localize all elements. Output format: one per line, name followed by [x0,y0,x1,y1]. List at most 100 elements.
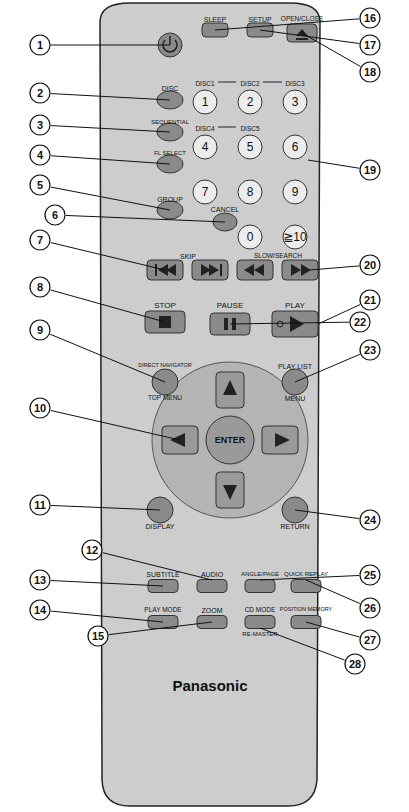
leader-line [310,266,359,270]
button-label: PLAY MODE [144,607,181,614]
leader-line [51,45,170,46]
button-label: MENU [285,395,306,402]
button-label: DISC1 [195,81,214,88]
callout-number: 9 [37,325,43,336]
callout-circle [30,230,50,250]
callout-circle [360,35,380,55]
leader-line [66,215,225,222]
button-label: DIRECT NAVIGATOR [138,363,191,369]
callout-circle [360,598,380,618]
callout-number: 15 [92,631,104,642]
key-digit: ≧10 [283,231,306,243]
callout-number: 22 [354,317,366,328]
callout-number: 18 [364,67,376,78]
button-label: DISC4 [195,126,214,133]
callout-circle [360,340,380,360]
button-label: DISPLAY [145,523,174,530]
button-label: SETUP [248,16,271,23]
button-label: STOP [154,302,176,310]
button [238,225,262,249]
callout-circle [88,626,108,646]
buttons [145,23,321,629]
button [283,90,307,114]
key-digit: 1 [202,96,209,108]
button [193,180,217,204]
callout-circle [30,398,50,418]
button [238,135,262,159]
button-label: SLEEP [204,16,227,23]
callout-circle [360,290,380,310]
callout-circle [30,145,50,165]
leader-line [51,410,180,440]
leader-line [103,553,212,580]
leader-line [50,334,165,382]
leader-line [302,33,360,67]
callout-number: 26 [364,603,376,614]
callout-number: 1 [37,40,43,51]
button-label: CD MODE [245,607,276,614]
button [206,416,254,464]
callout-number: 24 [364,515,376,526]
callout-number: 25 [364,570,376,581]
leader-lines [50,19,360,660]
callout-number: 17 [364,40,376,51]
button-label: OPEN/CLOSE [281,16,323,23]
callout-circle [360,565,380,585]
button-label: PLAY LIST [278,363,312,370]
callout-circle [30,277,50,297]
button [283,135,307,159]
button-label: QUICK REPLAY [284,571,328,577]
button-label: RE-MASTER [242,631,277,637]
button [291,580,321,593]
leader-line [308,160,359,168]
button [238,90,262,114]
leader-line [109,622,212,635]
leader-line [306,622,359,637]
callout-circle [30,600,50,620]
button [197,580,227,593]
callout-number: 16 [364,13,376,24]
leader-line [230,322,349,324]
button-label: SLOW/SEARCH [254,253,302,260]
leader-line [51,290,165,322]
button [238,180,262,204]
callout-number: 11 [34,500,46,511]
leader-line [51,94,170,100]
leader-line [51,187,170,210]
button-label: ZOOM [202,607,223,614]
callout-number: 20 [364,260,376,271]
callout-circle [30,115,50,135]
button-label: POSITION MEMORY [280,607,332,613]
button [193,90,217,114]
key-digit: 6 [292,141,299,153]
key-digit: 3 [292,96,299,108]
key-digit: 5 [247,141,254,153]
button-label: RETURN [280,523,309,530]
key-digit: 8 [247,186,254,198]
callout-circle [30,175,50,195]
callout-circle [45,205,65,225]
callout-number: 2 [37,88,43,99]
leader-line [51,581,163,586]
callout-number: 28 [349,659,361,670]
callout-number: 8 [37,282,43,293]
button [193,135,217,159]
callout-number: 23 [364,345,376,356]
button [245,616,275,629]
callout-number: 7 [37,235,43,246]
callout-circle [30,320,50,340]
direction-pad [152,362,308,518]
button-label: AUDIO [201,571,223,578]
leader-line [295,510,359,519]
callout-number: 21 [364,295,376,306]
key-digit: 2 [247,96,254,108]
leader-line [51,243,165,270]
callout-circle [30,83,50,103]
button-label: PAUSE [217,302,244,310]
button-label: TOP MENU [148,395,182,402]
key-digit: 4 [202,141,209,153]
callout-circle [360,630,380,650]
button [192,260,228,280]
callout-circle [360,160,380,180]
button-label: DISC2 [240,81,259,88]
